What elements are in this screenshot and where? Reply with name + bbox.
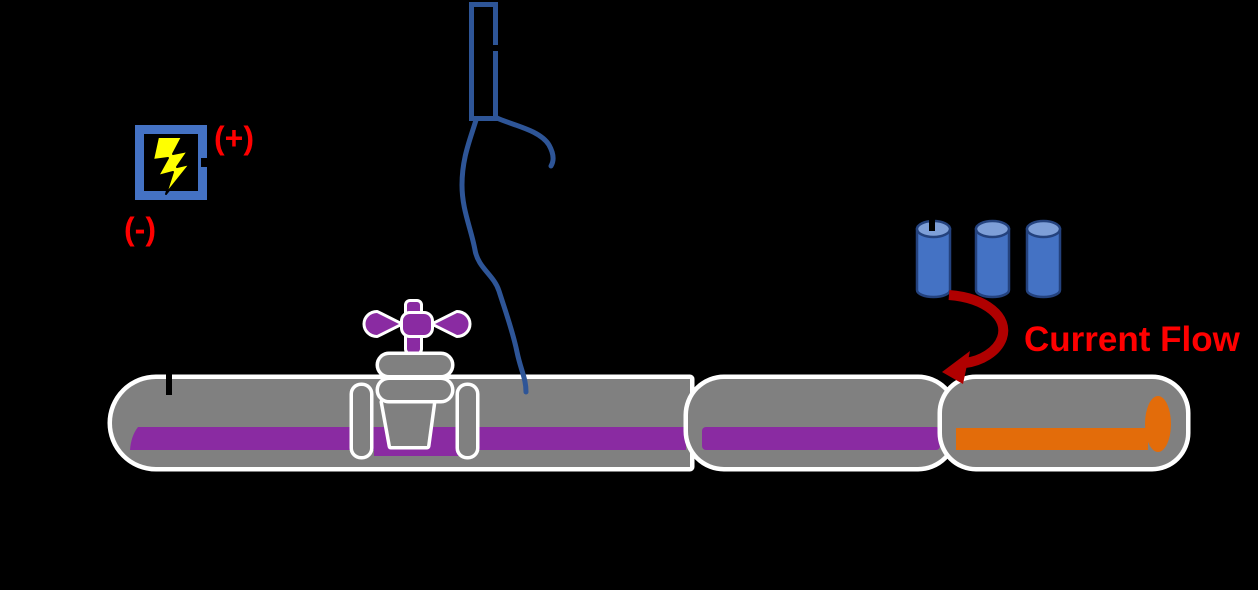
pipe-segment-middle [683,374,959,472]
anode-cylinder [974,219,1011,299]
valve-handle-left-wing [362,310,402,338]
power-source-wire-notch [201,158,210,167]
electrode-notch [493,45,498,51]
valve-flange-right [455,382,480,460]
pipeline [107,372,1191,472]
pipe-open-end [1145,396,1171,452]
anode-wire-tick [929,214,935,231]
positive-terminal-label: (+) [214,120,254,156]
electrode-body [469,2,498,121]
power-source-icon [135,125,210,200]
valve-bonnet-upper [375,351,455,379]
anode-cylinder [1025,219,1062,299]
current-flow-label: Current Flow [1024,320,1240,359]
negative-terminal-label: (-) [124,211,156,247]
valve-body [379,398,437,450]
electrode-curl-wire [494,115,556,169]
valve-flange-left [349,382,374,460]
pipe-wire-tick [166,372,172,395]
valve-bonnet-lower [375,376,455,404]
pipe-valve-icon [349,299,480,460]
reference-electrode-icon [459,2,556,395]
valve-handle-right-wing [432,310,472,338]
electrode-lead-wire [459,117,529,395]
anode-cylinder [915,214,952,299]
pipe-product-purple-middle [702,427,940,450]
anode-icons [915,214,1062,299]
valve-handle-hub [400,311,434,338]
current-flow-arrow-icon [942,290,1009,384]
pipe-product-orange [956,428,1148,450]
lightning-bolt-icon [152,136,191,195]
